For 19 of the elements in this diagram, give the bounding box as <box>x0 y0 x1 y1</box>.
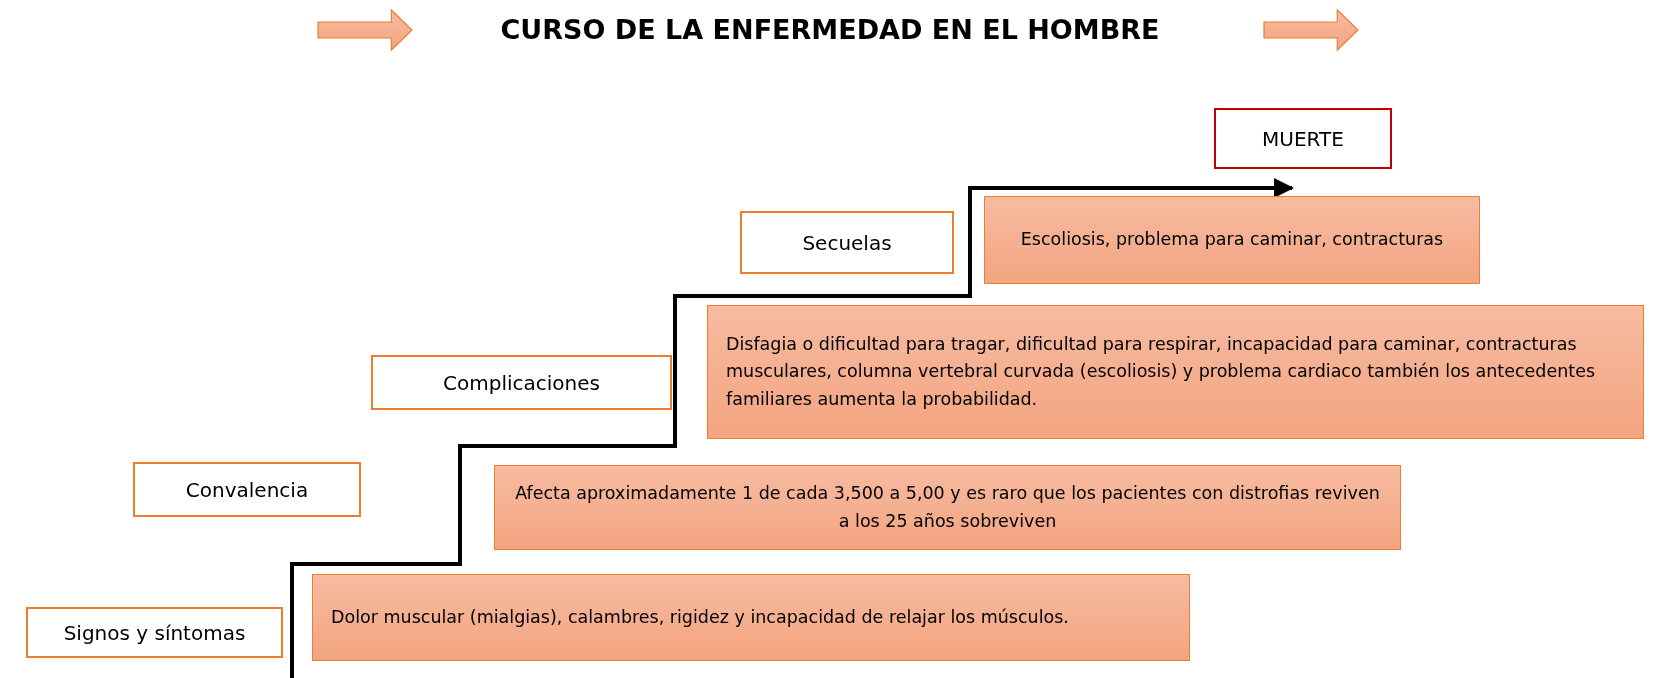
box-text: Disfagia o dificultad para tragar, dificultad para respirar, incapacidad para caminar, contracturas musculares, columna vertebral curvada (escoliosis) y problema cardiaco también los antecedentes familiares aumenta la probabilidad. <box>726 333 1597 411</box>
stage-box <box>133 462 361 517</box>
title: CURSO DE LA ENFERMEDAD EN EL HOMBRE <box>499 14 1161 45</box>
description-box <box>312 574 1190 661</box>
box-text: MUERTE <box>1261 126 1345 151</box>
box-text: Afecta aproximadamente 1 de cada 3,500 a 5,00 y es raro que los pacientes con distrofias reviven a los 25 años sobreviven <box>514 482 1381 533</box>
description-box <box>707 305 1644 439</box>
box-text: Complicaciones <box>442 370 601 395</box>
box-text: Escoliosis, problema para caminar, contracturas <box>1019 228 1445 252</box>
description-box <box>494 465 1401 550</box>
box-text: Dolor muscular (mialgias), calambres, rigidez y incapacidad de relajar los músculos. <box>331 605 1070 629</box>
description-box <box>984 196 1480 284</box>
box-text: Secuelas <box>801 230 893 255</box>
stage-box <box>26 607 283 658</box>
outcome-box <box>1214 108 1392 169</box>
stage-box <box>740 211 954 274</box>
box-text: Convalencia <box>184 477 310 502</box>
box-text: Signos y síntomas <box>62 620 247 645</box>
stage-box <box>371 355 672 410</box>
